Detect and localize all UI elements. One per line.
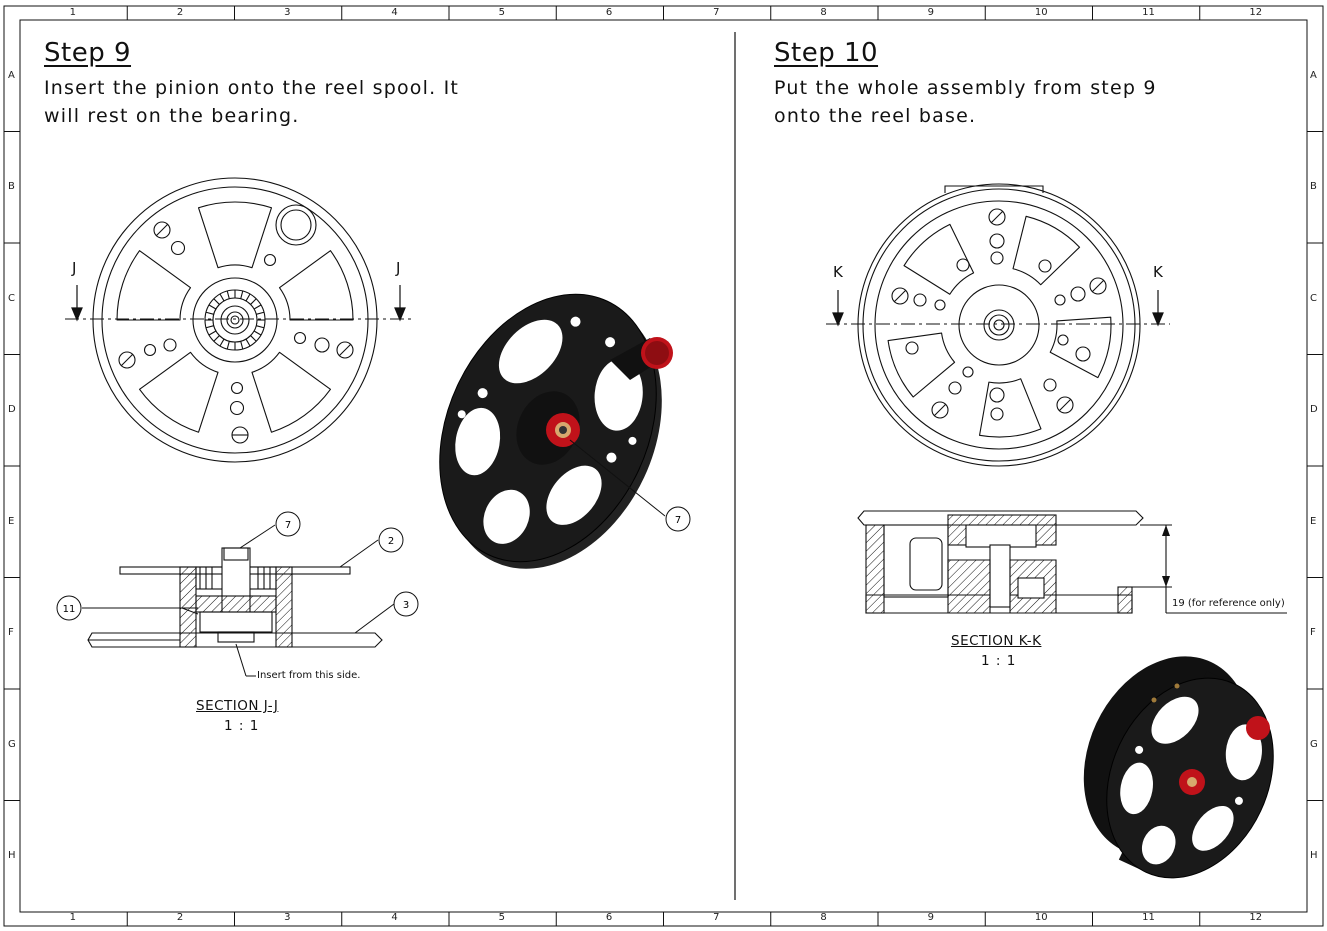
step10-dimension-note: 19 (for reference only)	[1172, 598, 1285, 609]
step9-cut-label-right: J	[396, 259, 401, 277]
zone-row-label: C	[1310, 292, 1317, 304]
step10-instruction-line1: Put the whole assembly from step 9	[774, 77, 1157, 99]
zone-row-label: G	[8, 738, 16, 750]
zone-col-label: 9	[927, 912, 934, 923]
zone-col-label: 11	[1142, 912, 1155, 923]
balloon-7-iso: 7	[675, 515, 681, 526]
zone-col-label: 5	[498, 912, 505, 923]
zone-col-label: 3	[284, 912, 291, 923]
step9-section-scale: 1 : 1	[224, 718, 260, 734]
zone-row-label: F	[8, 627, 14, 639]
zone-col-label: 8	[820, 7, 827, 18]
zone-col-label: 5	[498, 7, 505, 18]
zone-col-label: 10	[1034, 7, 1048, 18]
step9-cut-label-left: J	[72, 259, 77, 277]
zone-col-label: 4	[391, 7, 398, 18]
zone-row-label: D	[8, 404, 16, 416]
zone-col-label: 11	[1142, 7, 1155, 18]
step9-instruction-line1: Insert the pinion onto the reel spool. I…	[44, 77, 460, 99]
balloon-2: 2	[388, 536, 394, 547]
zone-col-label: 8	[820, 912, 827, 923]
balloon-11: 11	[63, 604, 76, 615]
zone-col-label: 7	[713, 912, 720, 923]
zone-row-label: B	[8, 181, 15, 193]
step9-title: Step 9	[44, 38, 132, 68]
zone-row-label: B	[1310, 181, 1317, 193]
zone-col-label: 12	[1249, 912, 1263, 923]
zone-col-label: 2	[176, 912, 184, 923]
zone-row-label: H	[1310, 850, 1318, 862]
zone-row-label: H	[8, 850, 16, 862]
zone-col-label: 9	[927, 7, 934, 18]
zone-row-label: C	[8, 292, 15, 304]
zone-col-label: 2	[176, 7, 184, 18]
zone-row-label: A	[1310, 69, 1317, 81]
zone-col-label: 7	[713, 7, 720, 18]
balloon-3: 3	[403, 600, 409, 611]
zone-col-label: 1	[69, 912, 76, 923]
step10-section-title: SECTION K-K	[951, 633, 1042, 649]
zone-row-label: A	[8, 69, 15, 81]
step10-cut-label-left: K	[833, 263, 843, 281]
zone-row-label: D	[1310, 404, 1318, 416]
step9-instruction-line2: will rest on the bearing.	[44, 105, 300, 127]
zone-row-label: G	[1310, 738, 1318, 750]
zone-col-label: 1	[69, 7, 76, 18]
step9-insert-note: Insert from this side.	[257, 670, 361, 681]
step10-title: Step 10	[774, 38, 879, 68]
zone-col-label: 6	[605, 7, 613, 18]
step9-section-title: SECTION J-J	[196, 698, 279, 714]
zone-row-label: E	[8, 515, 15, 527]
zone-col-label: 12	[1249, 7, 1263, 18]
zone-col-label: 3	[284, 7, 291, 18]
zone-col-label: 10	[1034, 912, 1048, 923]
step10-instruction-line2: onto the reel base.	[774, 105, 977, 127]
zone-row-label: F	[1310, 627, 1316, 639]
zone-col-label: 6	[605, 912, 613, 923]
zone-col-label: 4	[391, 912, 398, 923]
zone-row-label: E	[1310, 515, 1317, 527]
step10-cut-label-right: K	[1153, 263, 1163, 281]
balloon-7-section: 7	[285, 520, 291, 531]
step10-section-scale: 1 : 1	[981, 653, 1017, 669]
